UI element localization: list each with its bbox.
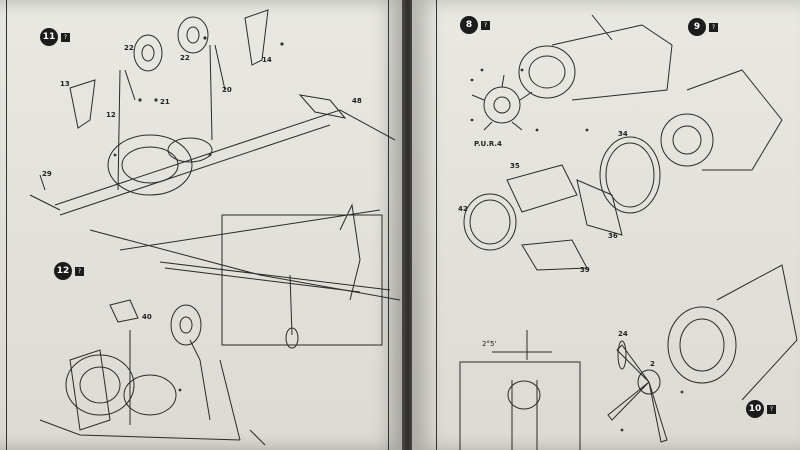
part-label: 13 [60, 80, 70, 88]
step-number: 8 [460, 16, 478, 34]
part-label: 20 [222, 86, 232, 94]
part-label: 21 [160, 98, 170, 106]
step-10-badge: 10 ? [746, 400, 776, 418]
step-mark-icon: ? [709, 22, 718, 32]
part-label: 48 [352, 97, 362, 105]
step-mark-icon: ? [61, 32, 70, 42]
step-mark-icon: ? [481, 20, 490, 30]
part-label: 39 [580, 266, 590, 274]
angle-label: 2°5' [482, 340, 497, 348]
step-8-badge: 8 ? [460, 16, 490, 34]
part-label: 24 [618, 330, 628, 338]
part-label: 22 [124, 44, 134, 52]
right-page-border [436, 0, 800, 450]
part-label: 35 [510, 162, 520, 170]
step-mark-icon: ? [75, 266, 84, 276]
part-label: 22 [180, 54, 190, 62]
step-number: 9 [688, 18, 706, 36]
step-mark-icon: ? [767, 404, 776, 414]
step-number: 12 [54, 262, 72, 280]
part-label: 12 [106, 111, 116, 119]
right-page: 8 ? 9 ? 10 ? P.U.R.4 34 35 42 36 39 24 2… [412, 0, 800, 450]
step-12-badge: 12 ? [54, 262, 84, 280]
part-label: P.U.R.4 [474, 140, 502, 148]
book-gutter [402, 0, 414, 450]
part-label: 40 [142, 313, 152, 321]
part-label: 29 [42, 170, 52, 178]
part-label: 42 [458, 205, 468, 213]
step-9-badge: 9 ? [688, 18, 718, 36]
step-number: 11 [40, 28, 58, 46]
left-page-drawing [29, 9, 401, 446]
left-page-border [6, 0, 389, 450]
part-label: 2 [650, 360, 655, 368]
right-page-drawing [459, 14, 798, 450]
step-number: 10 [746, 400, 764, 418]
part-label: 36 [608, 232, 618, 240]
step-11-badge: 11 ? [40, 28, 70, 46]
part-label: 34 [618, 130, 628, 138]
left-page: 11 ? 12 ? 22 22 14 13 21 12 20 29 48 40 [0, 0, 404, 450]
part-label: 14 [262, 56, 272, 64]
